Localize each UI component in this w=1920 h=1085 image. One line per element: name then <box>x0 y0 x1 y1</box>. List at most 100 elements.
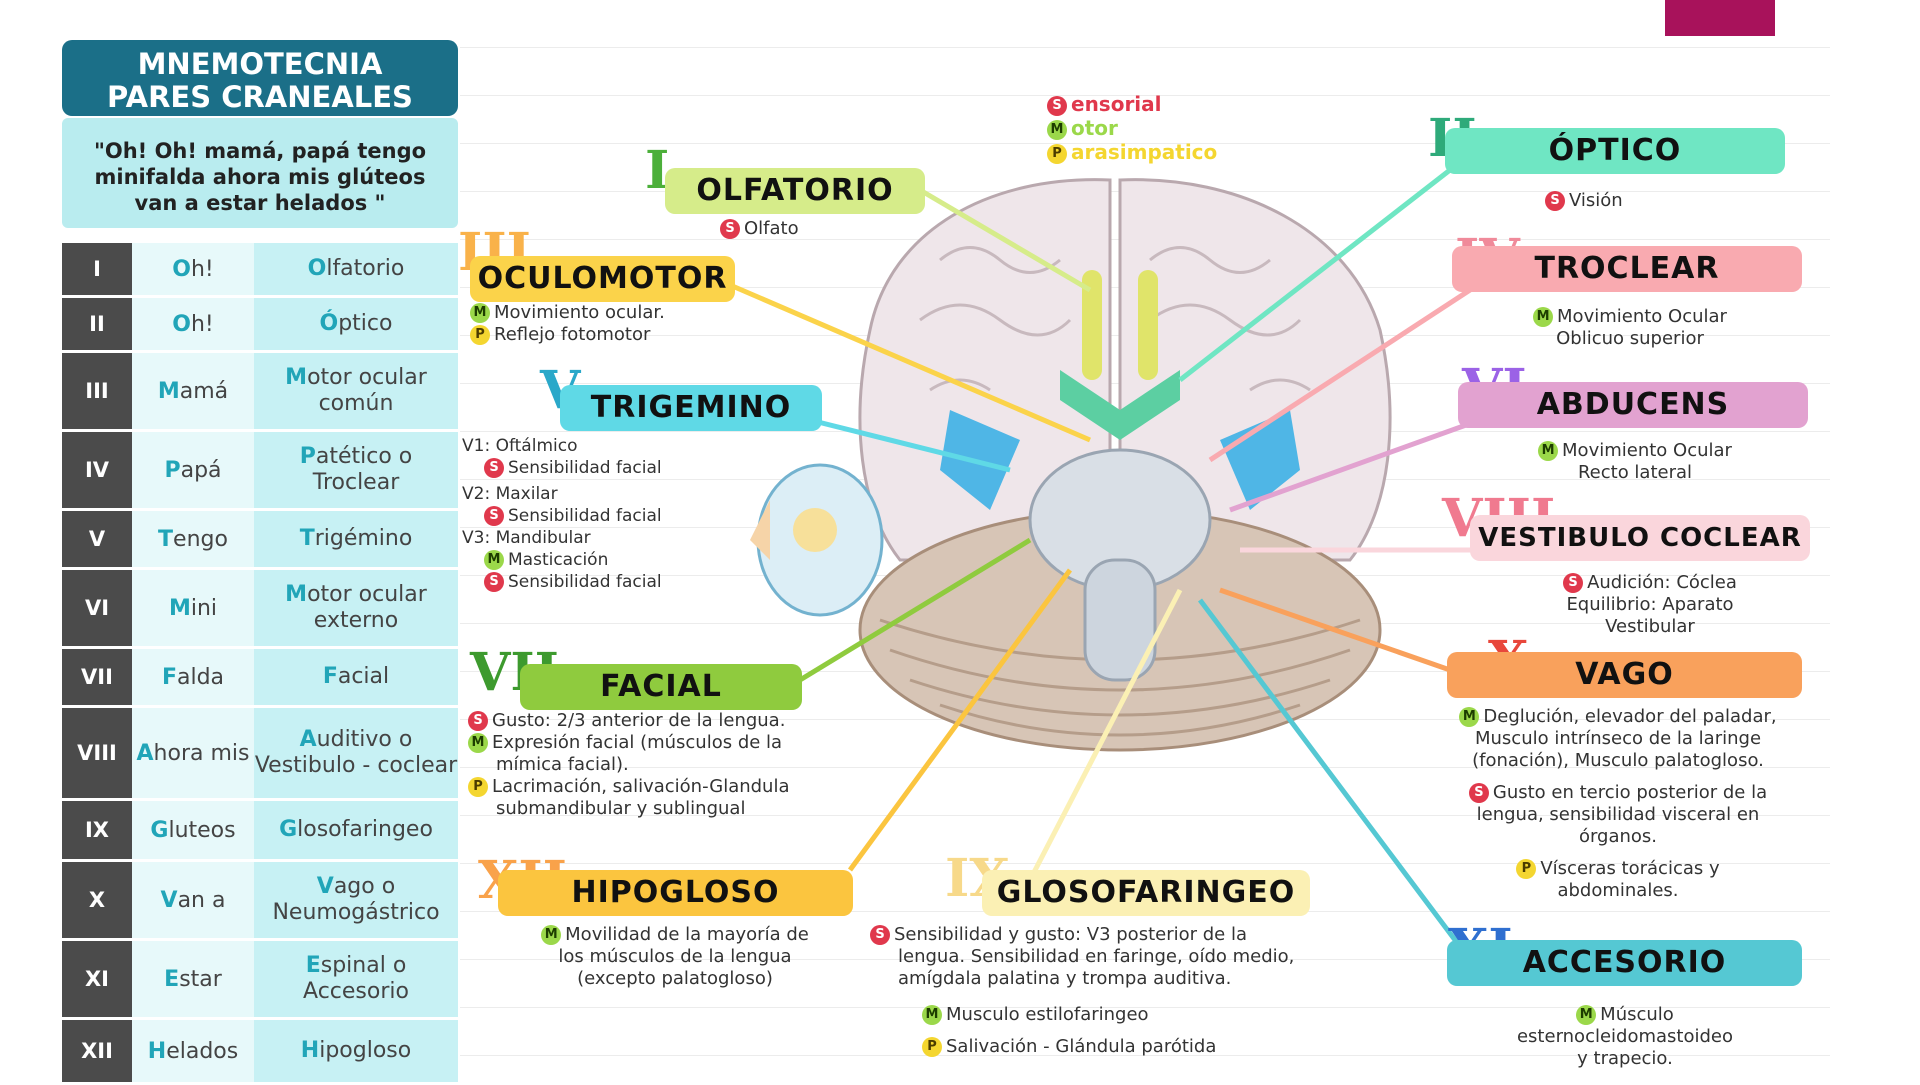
mnemonic-word: Oh! <box>132 243 254 295</box>
word-rest: h! <box>190 256 214 282</box>
word-rest: elados <box>166 1038 239 1064</box>
table-row: IX Gluteos Glosofaringeo <box>62 801 458 859</box>
nerve-initial: M <box>285 582 308 607</box>
corner-accent <box>1665 0 1775 36</box>
mnemonic-word: Estar <box>132 941 254 1017</box>
desc-text: Lacrimación, salivación-Glandula <box>492 776 790 797</box>
word-initial: P <box>164 457 181 483</box>
nerve-rest: rigémino <box>314 526 413 551</box>
row-number: XII <box>62 1020 132 1082</box>
nerve-initial: G <box>279 817 298 842</box>
desc-text: submandibular y sublingual <box>496 798 746 819</box>
nerve-rest: losofaringeo <box>297 817 433 842</box>
page-title: MNEMOTECNIA PARES CRANEALES <box>62 40 458 116</box>
nerve-rest: acial <box>337 664 390 689</box>
label-vago: VAGO <box>1447 652 1802 698</box>
nerve-initial: F <box>322 664 338 689</box>
nerve-rest: spinal o Accesorio <box>303 953 409 1004</box>
brainstem <box>1028 448 1212 682</box>
nerve-name: Trigémino <box>254 511 458 567</box>
nerve-name: Glosofaringeo <box>254 801 458 859</box>
sensory-badge-icon: S <box>1563 573 1584 593</box>
nerve-rest: ago o Neumogástrico <box>272 874 440 925</box>
legend-text: otor <box>1071 116 1118 140</box>
legend-text: arasimpatico <box>1071 140 1218 164</box>
nerve-initial: H <box>300 1038 320 1063</box>
label-oculomotor: OCULOMOTOR <box>470 256 735 302</box>
mnemonic-quote: "Oh! Oh! mamá, papá tengo minifalda ahor… <box>62 118 458 228</box>
mnemonic-word: Tengo <box>132 511 254 567</box>
desc-text: Salivación - Glándula parótida <box>946 1036 1217 1057</box>
mnemonic-word: Falda <box>132 649 254 705</box>
motor-badge-icon: M <box>541 925 562 945</box>
desc-text: Oblicuo superior <box>1556 328 1704 349</box>
nerve-initial: Ó <box>319 311 339 336</box>
label-accesorio: ACCESORIO <box>1447 940 1802 986</box>
row-number: XI <box>62 941 132 1017</box>
desc-text: Visión <box>1569 190 1623 211</box>
label-optico: ÓPTICO <box>1445 128 1785 174</box>
word-initial: H <box>147 1038 167 1064</box>
sensory-badge-icon: S <box>870 925 890 945</box>
quote-line-2: minifalda ahora mis glúteos <box>94 165 426 189</box>
row-number: X <box>62 862 132 938</box>
nerve-name: Auditivo o Vestibulo - coclear <box>254 708 458 798</box>
row-number: IV <box>62 432 132 508</box>
nerve-rest: atético o Troclear <box>312 444 413 495</box>
word-initial: M <box>157 378 180 404</box>
label-abducens: ABDUCENS <box>1458 382 1808 428</box>
row-number: V <box>62 511 132 567</box>
mnemonic-word: Ahora mis <box>132 708 254 798</box>
nerve-rest: lfatorio <box>326 256 405 281</box>
mnemonic-word: Mamá <box>132 353 254 429</box>
motor-badge-icon: M <box>1459 707 1480 727</box>
word-initial: V <box>160 887 178 913</box>
desc-text: Vestibular <box>1605 616 1695 637</box>
desc-text: Músculo <box>1600 1004 1674 1025</box>
nerve-name: Vago o Neumogástrico <box>254 862 458 938</box>
desc-text: mímica facial). <box>496 754 629 775</box>
label-vestibulo: VESTIBULO COCLEAR <box>1470 515 1810 561</box>
word-initial: O <box>172 311 191 337</box>
title-line-1: MNEMOTECNIA <box>137 47 383 81</box>
brain-cerebrum <box>858 178 1392 562</box>
nerve-initial: M <box>285 365 308 390</box>
word-initial: F <box>161 664 177 690</box>
label-glosofaringeo: GLOSOFARINGEO <box>982 870 1310 916</box>
word-rest: luteos <box>168 817 236 843</box>
row-number: IX <box>62 801 132 859</box>
nerve-rest: uditivo o Vestibulo - coclear <box>254 727 458 778</box>
nerve-rest: otor ocular externo <box>307 582 427 633</box>
word-rest: an a <box>177 887 226 913</box>
sensory-badge-icon: S <box>1468 783 1489 803</box>
word-rest: amá <box>179 378 229 404</box>
motor-badge-icon: M <box>470 303 490 323</box>
desc-text: Audición: Cóclea <box>1587 572 1737 593</box>
desc-text: órganos. <box>1578 826 1658 847</box>
desc-text: lengua, sensibilidad visceral en <box>1476 804 1760 825</box>
nerve-name: Facial <box>254 649 458 705</box>
label-olfatorio: OLFATORIO <box>665 168 925 214</box>
label-hipogloso: HIPOGLOSO <box>498 870 853 916</box>
parasympathetic-badge-icon: P <box>468 777 488 797</box>
sensory-badge-icon: S <box>1047 95 1067 116</box>
label-troclear: TROCLEAR <box>1452 246 1802 292</box>
word-rest: ini <box>190 595 218 621</box>
word-rest: h! <box>190 311 214 337</box>
sensory-badge-icon: S <box>484 458 504 478</box>
desc-text: Sensibilidad facial <box>508 506 662 526</box>
table-row: X Van a Vago o Neumogástrico <box>62 862 458 938</box>
nerve-name: Olfatorio <box>254 243 458 295</box>
desc-text: amígdala palatina y trompa auditiva. <box>898 968 1232 989</box>
word-rest: engo <box>173 526 228 552</box>
word-rest: hora mis <box>153 740 250 766</box>
desc-text: Sensibilidad facial <box>508 572 662 592</box>
label-facial: FACIAL <box>520 664 802 710</box>
